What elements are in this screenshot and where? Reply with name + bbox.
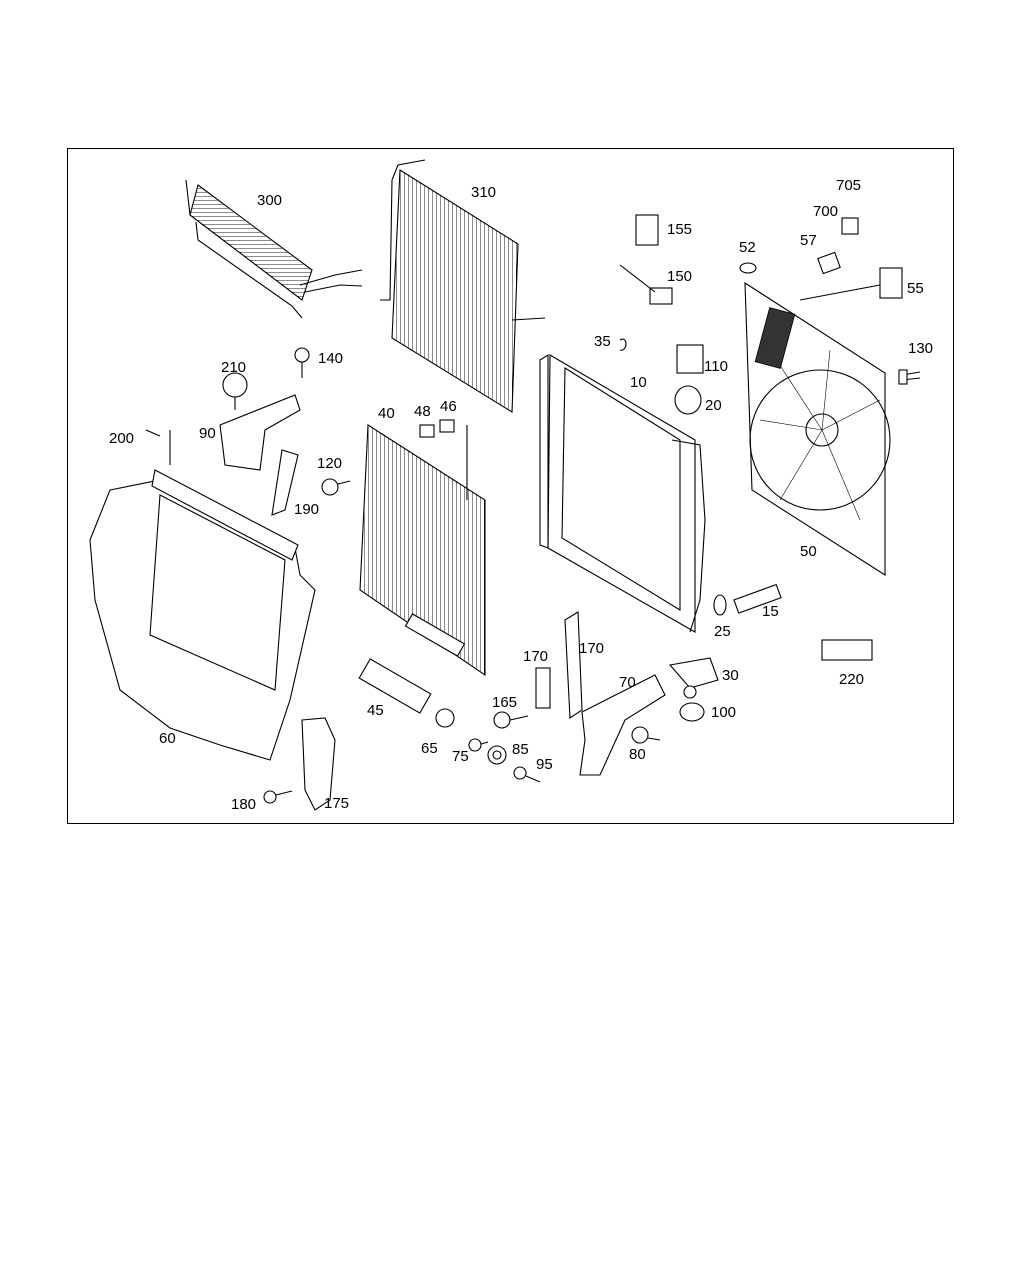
condenser-40 [359, 424, 486, 677]
callout-130: 130 [908, 340, 934, 357]
callout-150: 150 [667, 268, 693, 285]
radiator-10 [539, 354, 706, 633]
callout-170-left: 170 [523, 648, 549, 665]
callout-120: 120 [317, 455, 343, 472]
callout-70: 70 [619, 674, 636, 691]
callout-46: 46 [440, 398, 457, 415]
callout-52: 52 [739, 239, 756, 256]
callout-155: 155 [667, 221, 693, 238]
callout-60: 60 [159, 730, 176, 747]
callout-50: 50 [800, 543, 817, 560]
callout-180: 180 [231, 796, 257, 813]
callout-65: 65 [421, 740, 438, 757]
callout-40: 40 [378, 405, 395, 422]
callout-95: 95 [536, 756, 553, 773]
callout-170-right: 170 [579, 640, 605, 657]
fan-shroud-50 [744, 281, 891, 577]
callout-110: 110 [704, 358, 728, 375]
callout-57: 57 [800, 232, 817, 249]
callout-35: 35 [594, 333, 611, 350]
callout-210: 210 [221, 359, 247, 376]
callout-80: 80 [629, 746, 646, 763]
callout-165: 165 [492, 694, 518, 711]
oil-cooler-300 [185, 179, 363, 319]
callout-310: 310 [471, 184, 497, 201]
small-parts [145, 214, 921, 811]
air-guide-60 [89, 430, 316, 761]
callout-200: 200 [109, 430, 135, 447]
callout-100: 100 [711, 704, 737, 721]
callout-300: 300 [257, 192, 283, 209]
callout-30: 30 [722, 667, 739, 684]
callout-220: 220 [839, 671, 865, 688]
callout-48: 48 [414, 403, 431, 420]
callout-700: 700 [813, 203, 839, 220]
callout-25: 25 [714, 623, 731, 640]
callout-75: 75 [452, 748, 469, 765]
diagram-frame [67, 148, 954, 824]
callout-190: 190 [294, 501, 320, 518]
callout-705: 705 [836, 177, 862, 194]
callout-45: 45 [367, 702, 384, 719]
callout-20: 20 [705, 397, 722, 414]
callout-10: 10 [630, 374, 647, 391]
callout-140: 140 [318, 350, 344, 367]
callout-85: 85 [512, 741, 529, 758]
callout-90: 90 [199, 425, 216, 442]
callout-15: 15 [762, 603, 779, 620]
callout-175: 175 [324, 795, 350, 812]
callout-55: 55 [907, 280, 924, 297]
condenser-310 [380, 159, 546, 413]
